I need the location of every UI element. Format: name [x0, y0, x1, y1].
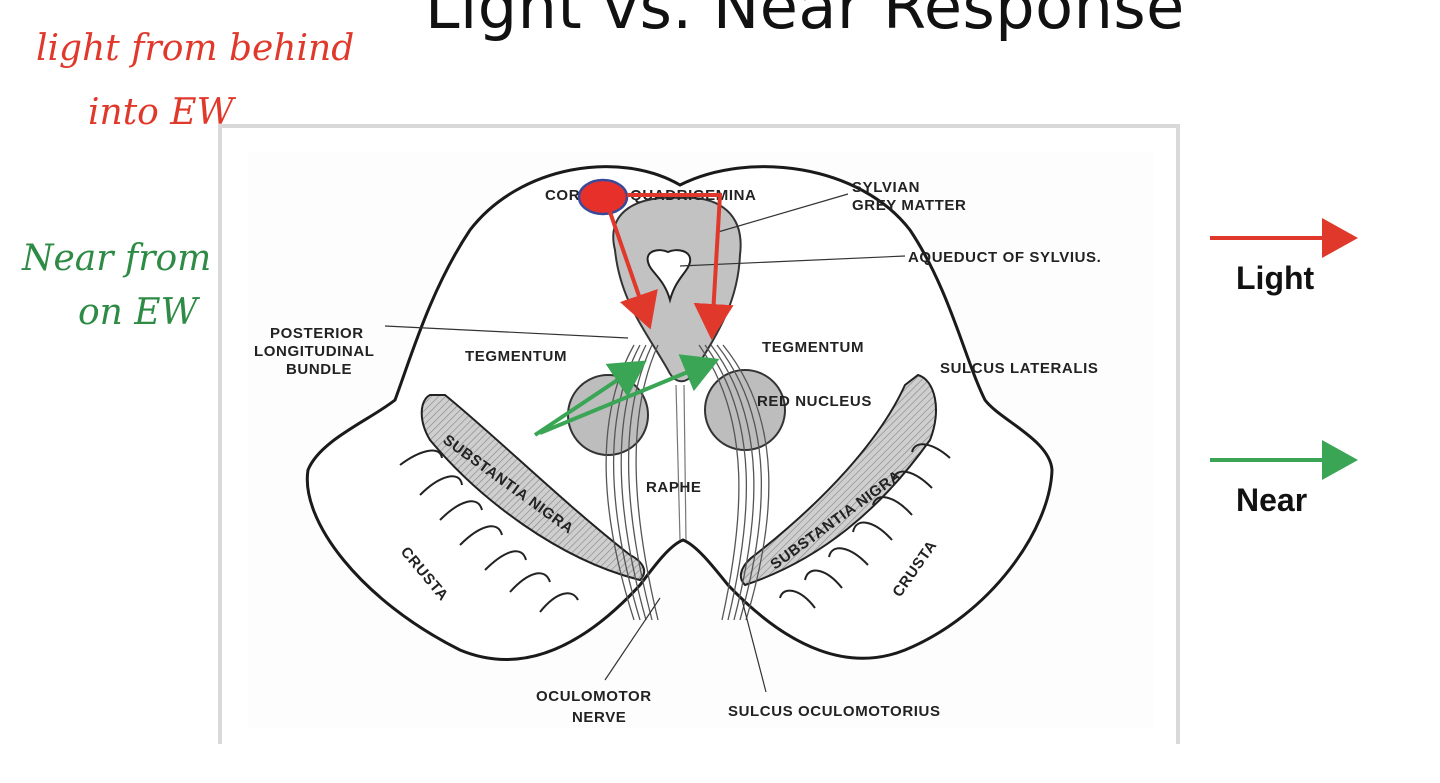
label-oculomotor-2: NERVE — [572, 709, 626, 726]
label-aqueduct: AQUEDUCT OF SYLVIUS. — [908, 249, 1101, 266]
raphe-line — [675, 384, 687, 541]
label-tegmentum-left: TEGMENTUM — [465, 348, 567, 365]
label-posterior-3: BUNDLE — [286, 361, 352, 378]
crusta-fibers-right — [779, 443, 951, 609]
light-note-line1: light from behind — [36, 28, 355, 69]
aqueduct-of-sylvius — [646, 249, 692, 304]
label-sylvian-2: GREY MATTER — [852, 197, 966, 214]
near-note-line2: on EW — [78, 292, 198, 333]
label-sulcus-lateralis: SULCUS LATERALIS — [940, 360, 1099, 377]
label-red-nucleus: RED NUCLEUS — [757, 393, 872, 410]
label-posterior-2: LONGITUDINAL — [254, 343, 375, 360]
light-note-line2: into EW — [88, 92, 234, 133]
label-sylvian-1: SYLVIAN — [852, 179, 920, 196]
legend-light-label: Light — [1236, 260, 1315, 296]
light-pathway-arrows — [608, 193, 734, 340]
label-posterior-1: POSTERIOR — [270, 325, 364, 342]
label-sulcus-oculomotorius: SULCUS OCULOMOTORIUS — [728, 703, 941, 720]
red-nucleus-right — [704, 369, 786, 451]
legend-near-label: Near — [1236, 482, 1308, 518]
light-pathway-origin — [577, 178, 629, 216]
substantia-nigra-left — [420, 394, 646, 582]
midbrain-outline — [305, 165, 1054, 662]
near-pathway-arrows — [533, 354, 720, 437]
slide-title: Light vs. Near Response — [425, 0, 1185, 43]
substantia-nigra-right — [739, 373, 937, 587]
label-raphe: RAPHE — [646, 479, 702, 496]
crusta-fibers-left — [399, 449, 579, 613]
label-tegmentum-right: TEGMENTUM — [762, 339, 864, 356]
label-oculomotor-1: OCULOMOTOR — [536, 688, 652, 705]
